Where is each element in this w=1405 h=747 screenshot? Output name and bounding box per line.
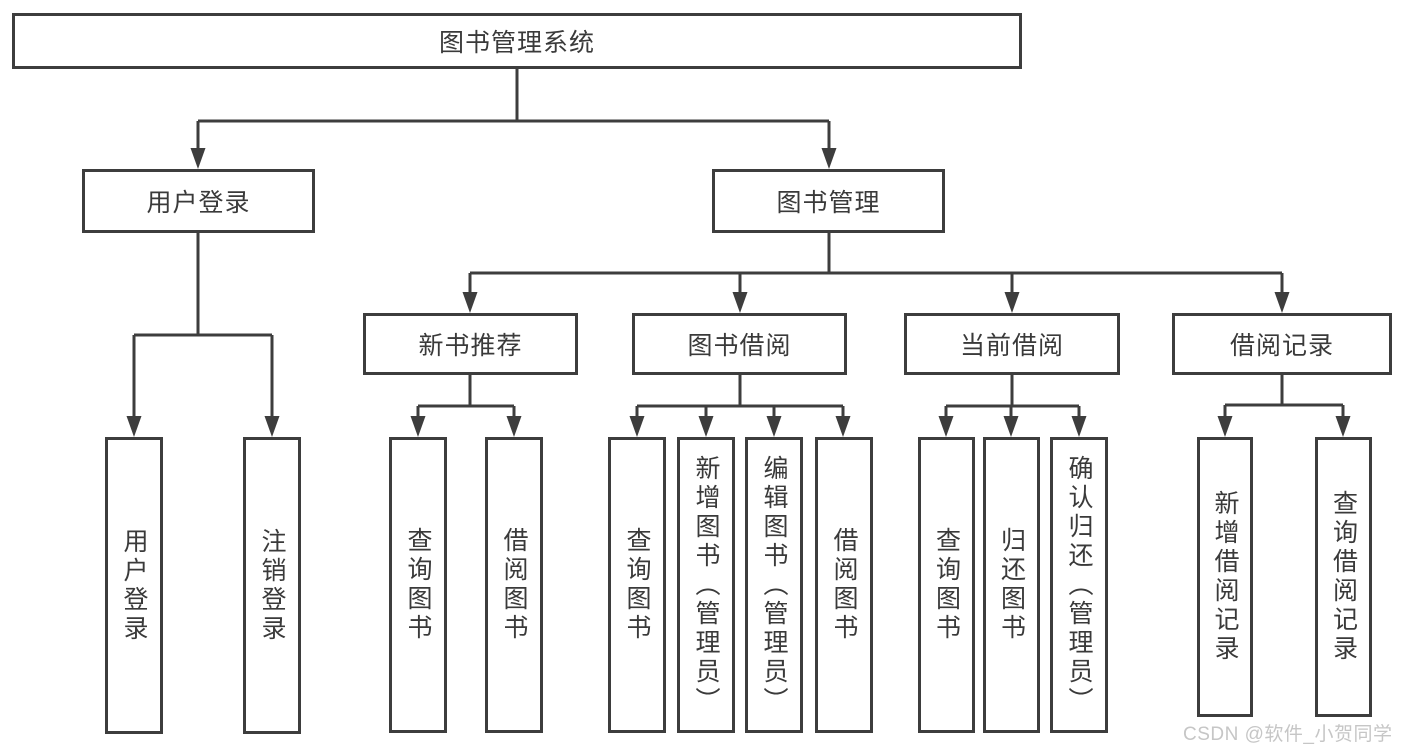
leaf-return-books: 归还图书 bbox=[983, 437, 1040, 733]
leaf-query-books-borrow: 查询图书 bbox=[608, 437, 666, 733]
watermark: CSDN @软件_小贺同学 bbox=[1183, 724, 1393, 745]
leaf-add-books-admin: 新增图书（管理员） bbox=[677, 437, 735, 733]
leaf-query-borrow-record: 查询借阅记录 bbox=[1315, 437, 1372, 717]
node-user-login: 用户登录 bbox=[82, 169, 315, 233]
leaf-logout: 注销登录 bbox=[243, 437, 301, 734]
leaf-edit-books-admin: 编辑图书（管理员） bbox=[745, 437, 803, 733]
leaf-query-books-recommend: 查询图书 bbox=[389, 437, 447, 733]
leaf-user-login: 用户登录 bbox=[105, 437, 163, 734]
node-book-management: 图书管理 bbox=[712, 169, 945, 233]
node-borrow-records: 借阅记录 bbox=[1172, 313, 1392, 375]
leaf-borrow-books-recommend: 借阅图书 bbox=[485, 437, 543, 733]
leaf-query-books-current: 查询图书 bbox=[918, 437, 975, 733]
node-current-borrow: 当前借阅 bbox=[904, 313, 1120, 375]
node-new-book-recommend: 新书推荐 bbox=[363, 313, 578, 375]
node-library-management-system: 图书管理系统 bbox=[12, 13, 1022, 69]
leaf-add-borrow-record: 新增借阅记录 bbox=[1197, 437, 1253, 717]
node-book-borrow: 图书借阅 bbox=[632, 313, 847, 375]
leaf-confirm-return-admin: 确认归还（管理员） bbox=[1050, 437, 1108, 733]
leaf-borrow-books: 借阅图书 bbox=[815, 437, 873, 733]
